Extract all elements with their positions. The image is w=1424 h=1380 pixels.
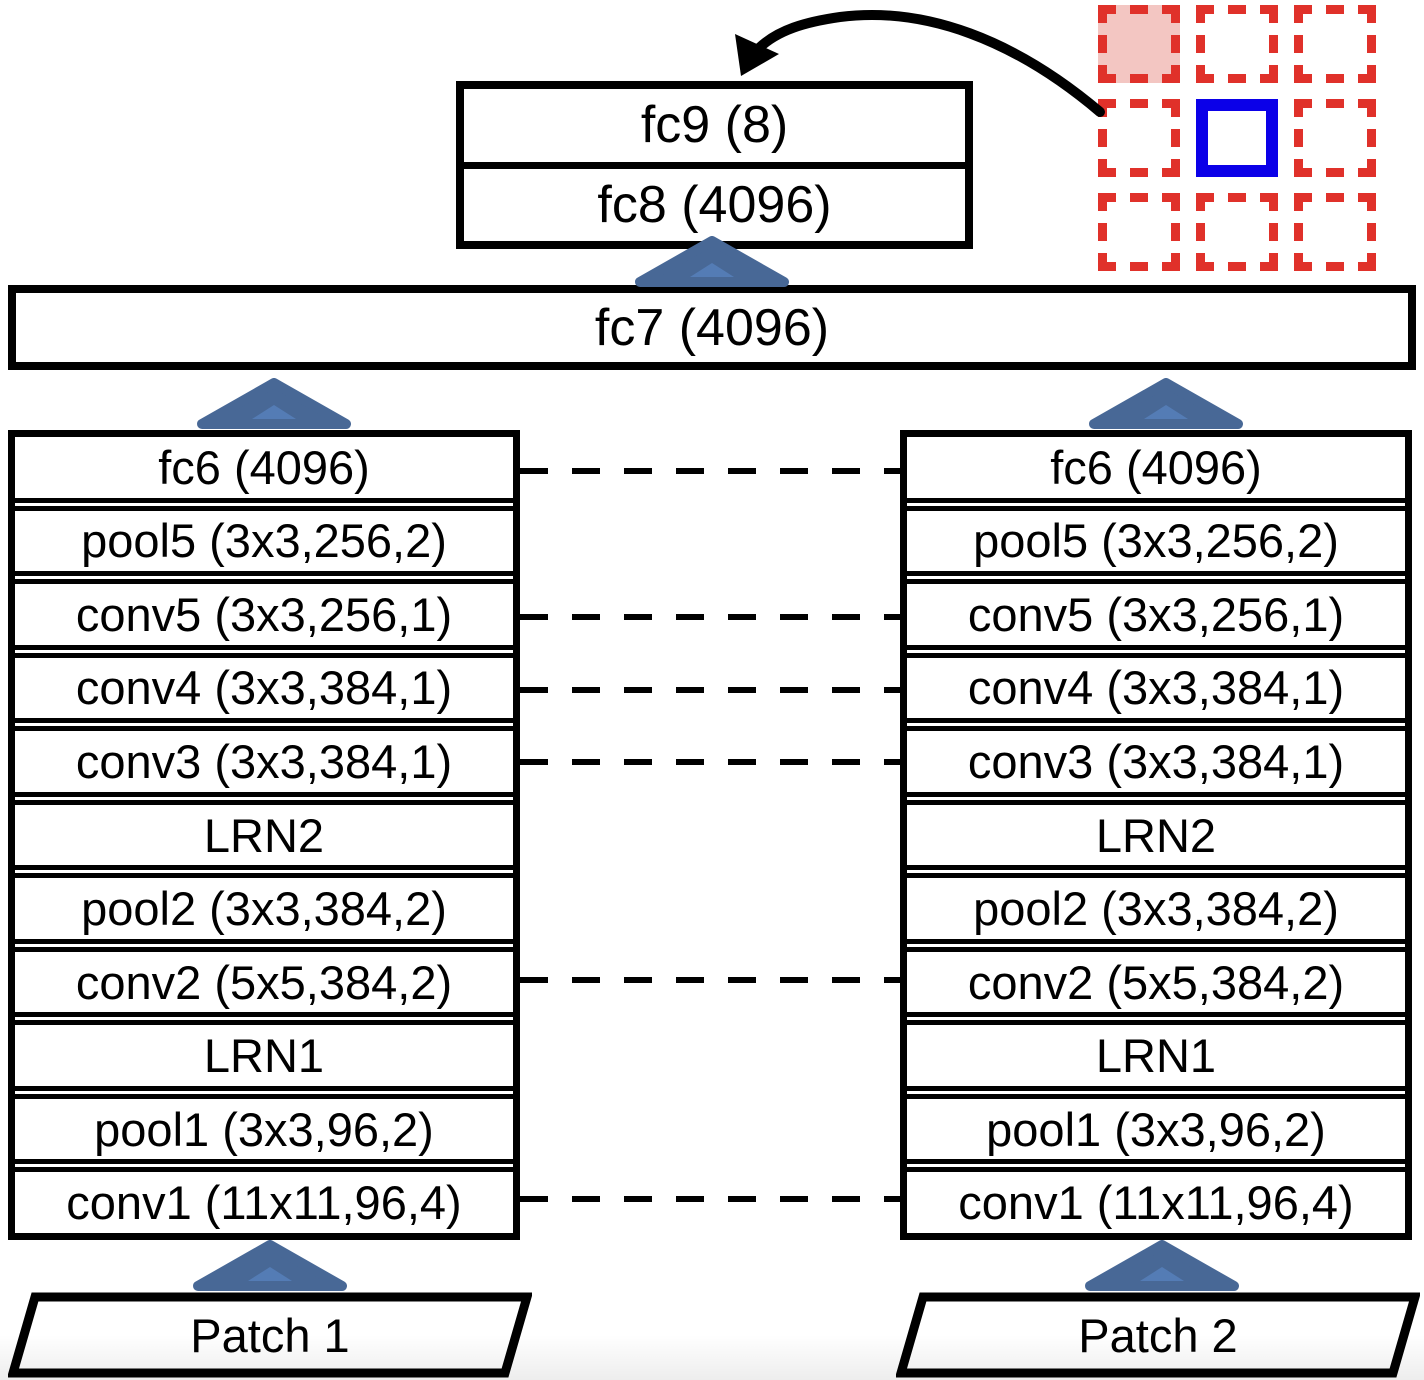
layer-pool5-left: pool5 (3x3,256,2) xyxy=(15,505,513,577)
grid-cell xyxy=(1196,193,1278,271)
layer-lrn1-left: LRN1 xyxy=(15,1020,513,1091)
grid-cell-sampled-patch xyxy=(1098,5,1180,83)
parallelogram-shape xyxy=(8,1292,532,1378)
layer-pool2-right: pool2 (3x3,384,2) xyxy=(907,873,1405,944)
stream-2-column: fc6 (4096) pool5 (3x3,256,2) conv5 (3x3,… xyxy=(900,430,1412,1240)
layer-fc7: fc7 (4096) xyxy=(8,285,1416,370)
weight-share-connector-conv3 xyxy=(520,759,900,765)
patch-2-input: Patch 2 xyxy=(896,1292,1420,1378)
layer-conv3-left: conv3 (3x3,384,1) xyxy=(15,726,513,797)
grid-cell xyxy=(1098,99,1180,177)
weight-share-connector-conv4 xyxy=(520,687,900,693)
layer-conv4-right: conv4 (3x3,384,1) xyxy=(907,652,1405,724)
layer-pool5-right: pool5 (3x3,256,2) xyxy=(907,505,1405,577)
weight-share-connector-conv2 xyxy=(520,977,900,983)
layer-conv4-left: conv4 (3x3,384,1) xyxy=(15,652,513,724)
stream-1-column: fc6 (4096) pool5 (3x3,256,2) conv5 (3x3,… xyxy=(8,430,520,1240)
weight-share-connector-conv5 xyxy=(520,614,900,620)
layer-pool1-right: pool1 (3x3,96,2) xyxy=(907,1093,1405,1165)
grid-cell xyxy=(1294,193,1376,271)
layer-conv3-right: conv3 (3x3,384,1) xyxy=(907,726,1405,797)
layer-lrn1-right: LRN1 xyxy=(907,1020,1405,1091)
weight-share-connector-fc6 xyxy=(520,468,900,474)
parallelogram-shape xyxy=(896,1292,1420,1378)
layer-conv1-left: conv1 (11x11,96,4) xyxy=(15,1167,513,1234)
layer-lrn2-left: LRN2 xyxy=(15,799,513,871)
patch-1-input: Patch 1 xyxy=(8,1292,532,1378)
grid-cell xyxy=(1294,99,1376,177)
grid-cell xyxy=(1196,5,1278,83)
layer-conv1-right: conv1 (11x11,96,4) xyxy=(907,1167,1405,1234)
layer-pool2-left: pool2 (3x3,384,2) xyxy=(15,873,513,944)
grid-cell-center-patch xyxy=(1196,99,1278,177)
patch-1-label: Patch 1 xyxy=(190,1308,350,1362)
output-fc-box: fc9 (8) fc8 (4096) xyxy=(456,81,973,249)
layer-fc6-left: fc6 (4096) xyxy=(15,437,513,503)
grid-cell xyxy=(1294,5,1376,83)
layer-conv2-right: conv2 (5x5,384,2) xyxy=(907,946,1405,1018)
grid-cell xyxy=(1098,193,1180,271)
layer-conv5-right: conv5 (3x3,256,1) xyxy=(907,579,1405,650)
layer-fc8: fc8 (4096) xyxy=(464,161,965,242)
layer-conv2-left: conv2 (5x5,384,2) xyxy=(15,946,513,1018)
layer-pool1-left: pool1 (3x3,96,2) xyxy=(15,1093,513,1165)
layer-fc9: fc9 (8) xyxy=(640,96,789,155)
layer-conv5-left: conv5 (3x3,256,1) xyxy=(15,579,513,650)
weight-share-connector-conv1 xyxy=(520,1196,900,1202)
layer-lrn2-right: LRN2 xyxy=(907,799,1405,871)
patch-sampling-grid xyxy=(1098,5,1376,271)
layer-fc6-right: fc6 (4096) xyxy=(907,437,1405,503)
patch-2-label: Patch 2 xyxy=(1078,1308,1238,1362)
